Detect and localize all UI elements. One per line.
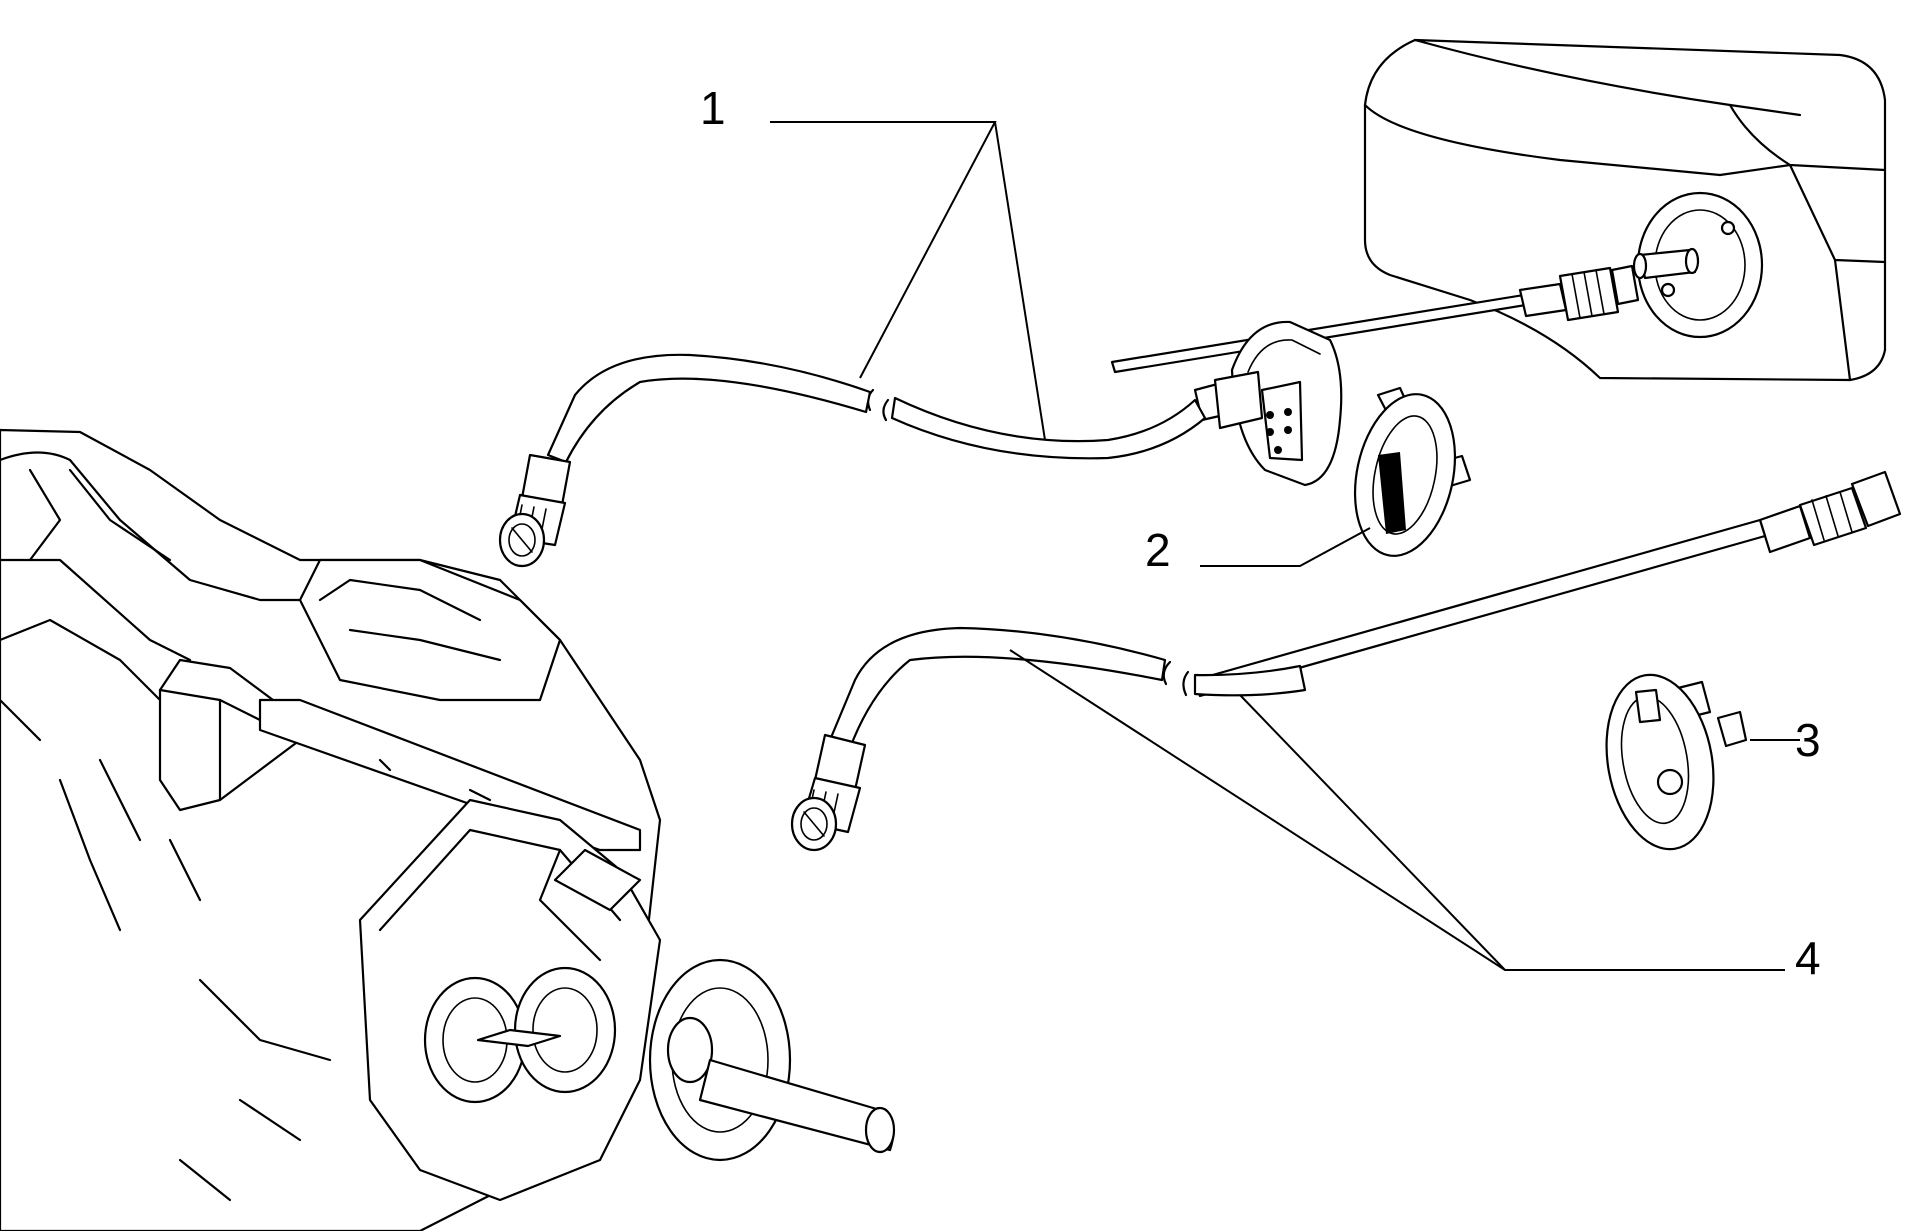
speedometer-cable-4 — [790, 470, 1902, 852]
gearbox-housing — [0, 428, 896, 1231]
instrument-cluster — [1363, 38, 1887, 382]
callout-4: 4 — [1795, 932, 1821, 984]
speedometer-cable-1 — [498, 264, 1640, 568]
grommet-part-3 — [1605, 673, 1748, 851]
callout-3: 3 — [1795, 714, 1821, 766]
grommet-part-2 — [1353, 386, 1472, 557]
callout-1: 1 — [700, 82, 726, 134]
callout-2: 2 — [1145, 524, 1171, 576]
leader-lines — [770, 121, 1800, 971]
